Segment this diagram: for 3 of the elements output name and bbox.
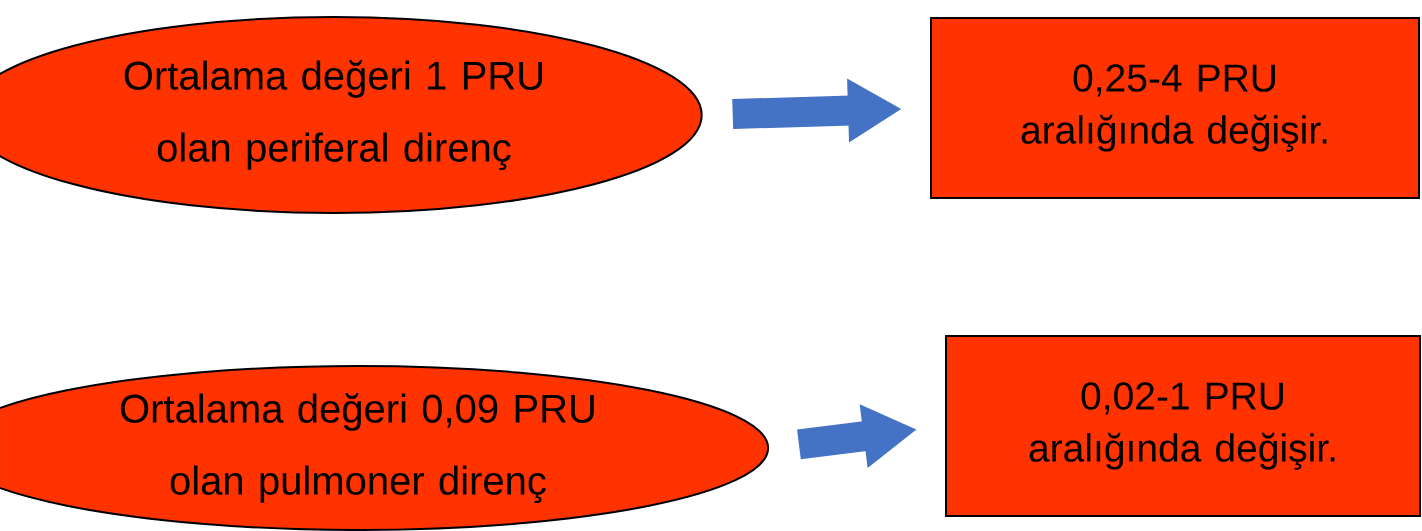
ellipse-node: Ortalama değeri 0,09 PRU olan pulmoner direnç: [0, 365, 770, 531]
process-box: 0,02-1 PRU aralığında değişir.: [945, 335, 1421, 517]
process-box: 0,25-4 PRU aralığında değişir.: [930, 17, 1420, 199]
